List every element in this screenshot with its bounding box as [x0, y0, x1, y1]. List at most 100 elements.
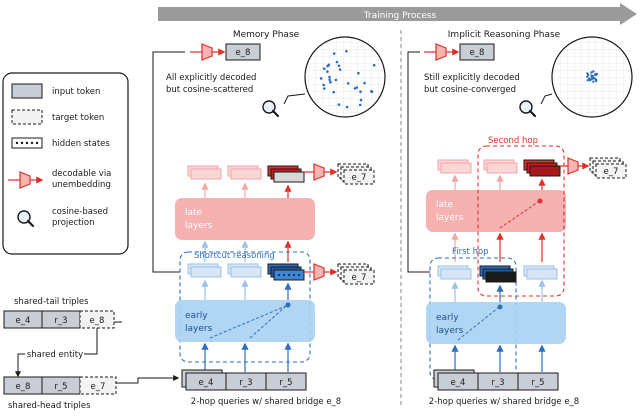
implicit-query-2: r_3 — [491, 378, 504, 388]
scatter-point — [372, 63, 376, 67]
memory-query-1: e_4 — [199, 378, 214, 388]
legend-cosine-1: cosine-based — [52, 207, 108, 217]
memory-middle-hidden-states — [187, 263, 305, 281]
implicit-top-output-token — [459, 43, 495, 61]
head-token-1: e_8 — [16, 382, 31, 392]
scatter-point — [337, 103, 341, 106]
scatter-point — [592, 70, 595, 73]
memory-query-3: r_5 — [279, 378, 292, 388]
implicit-upper-target-label: e_7 — [604, 167, 619, 177]
memory-mid-target-label: e_7 — [352, 273, 367, 283]
implicit-phase: Implicit Reasoning Phase e_8 Still expli… — [407, 30, 633, 407]
scatter-point — [323, 67, 326, 70]
memory-note-line2: but cosine-scattered — [166, 85, 253, 95]
implicit-input-tokens: e_4 r_3 r_5 — [433, 369, 559, 391]
scatter-point — [357, 71, 360, 75]
memory-magnifier-icon — [262, 100, 276, 114]
memory-scatter-plot — [304, 36, 386, 118]
memory-input-tokens: e_4 r_3 r_5 — [181, 369, 307, 391]
scatter-point — [345, 49, 348, 53]
memory-early-label-1: early — [185, 311, 208, 321]
legend-target-token-swatch — [11, 109, 43, 125]
tail-token-3: e_8 — [90, 316, 105, 326]
implicit-late-layers — [426, 190, 566, 232]
triples-panel: shared-tail triples e_4 r_3 e_8 shared e… — [3, 297, 180, 411]
scatter-point — [345, 105, 349, 109]
memory-late-label-1: late — [185, 208, 203, 218]
implicit-early-layers — [426, 302, 566, 344]
scatter-point — [359, 90, 362, 93]
implicit-upper-target: e_7 — [589, 157, 627, 179]
scatter-point — [338, 68, 342, 71]
memory-upper-target: e_7 — [337, 163, 375, 185]
legend-decodable-2: unembedding — [52, 180, 111, 190]
scatter-point — [353, 87, 357, 90]
scatter-point — [363, 81, 366, 85]
legend-input-token: input token — [52, 87, 100, 97]
implicit-query-1: e_4 — [451, 378, 466, 388]
memory-phase: Memory Phase e_8 All explicitly decoded … — [152, 30, 386, 407]
legend-input-token-swatch — [11, 83, 43, 99]
scatter-point — [326, 70, 329, 73]
scatter-point — [594, 78, 597, 81]
shared-head-triple: e_8 r_5 e_7 — [3, 376, 117, 395]
memory-caption: 2-hop queries w/ shared bridge e_8 — [191, 397, 341, 407]
scatter-point — [590, 75, 593, 78]
implicit-second-hop-region — [477, 145, 565, 297]
shared-entity-label: shared entity — [27, 350, 83, 360]
implicit-late-label-1: late — [436, 200, 454, 210]
memory-top-output-label: e_8 — [236, 48, 251, 58]
scatter-point — [587, 73, 590, 77]
legend-decodable-1: decodable via — [52, 169, 111, 179]
memory-early-label-2: layers — [185, 324, 213, 334]
tail-token-2: r_3 — [54, 316, 67, 326]
implicit-middle-hidden-states — [437, 265, 558, 283]
implicit-first-hop-label: First hop — [452, 247, 489, 257]
scatter-point — [332, 52, 336, 55]
scatter-point — [327, 63, 331, 67]
implicit-upper-decoder-icon — [567, 157, 579, 175]
scatter-point — [334, 78, 338, 82]
memory-shortcut-label: Shortcut reasoning — [194, 251, 275, 261]
scatter-point — [332, 90, 336, 94]
shared-tail-triple: e_4 r_3 e_8 — [3, 310, 115, 329]
scatter-point — [346, 82, 350, 85]
memory-query-2: r_3 — [239, 378, 252, 388]
scatter-point — [319, 77, 323, 80]
hidden-state-dots — [15, 141, 39, 145]
legend-hidden-states: hidden states — [52, 139, 110, 149]
memory-top-decoder-icon — [201, 43, 213, 61]
implicit-early-label-2: layers — [436, 326, 464, 336]
memory-early-layers — [175, 300, 315, 342]
scatter-point — [594, 73, 598, 76]
memory-note-line1: All explicitly decoded — [166, 73, 256, 83]
memory-top-output-token — [225, 43, 261, 61]
memory-late-label-2: layers — [185, 221, 213, 231]
scatter-point — [591, 77, 594, 81]
implicit-query-3: r_5 — [531, 378, 544, 388]
tail-token-1: e_4 — [16, 316, 31, 326]
memory-upper-target-label: e_7 — [352, 173, 367, 183]
scatter-point — [588, 79, 592, 82]
implicit-phase-title: Implicit Reasoning Phase — [448, 30, 561, 40]
implicit-magnifier-icon — [519, 100, 533, 114]
implicit-scatter-points — [586, 70, 598, 83]
memory-mid-target: e_7 — [337, 263, 375, 285]
scatter-point — [358, 103, 362, 107]
scatter-point — [335, 60, 339, 64]
legend: input token target token hidden states d… — [2, 72, 129, 255]
decodable-icon — [8, 171, 44, 189]
scatter-point — [328, 78, 332, 82]
implicit-note-line1: Still explicitly decoded — [424, 73, 520, 83]
legend-cosine-2: projection — [52, 218, 94, 228]
scatter-point — [370, 90, 374, 94]
scatter-point — [592, 80, 595, 83]
banner-label: Training Process — [363, 11, 437, 21]
implicit-note-line2: but cosine-converged — [424, 85, 516, 95]
implicit-second-hop-label: Second hop — [488, 136, 538, 146]
memory-upper-hidden-states — [187, 165, 305, 183]
implicit-caption: 2-hop queries w/ shared bridge e_8 — [429, 397, 579, 407]
scatter-point — [590, 71, 593, 74]
memory-late-layers — [175, 198, 315, 240]
